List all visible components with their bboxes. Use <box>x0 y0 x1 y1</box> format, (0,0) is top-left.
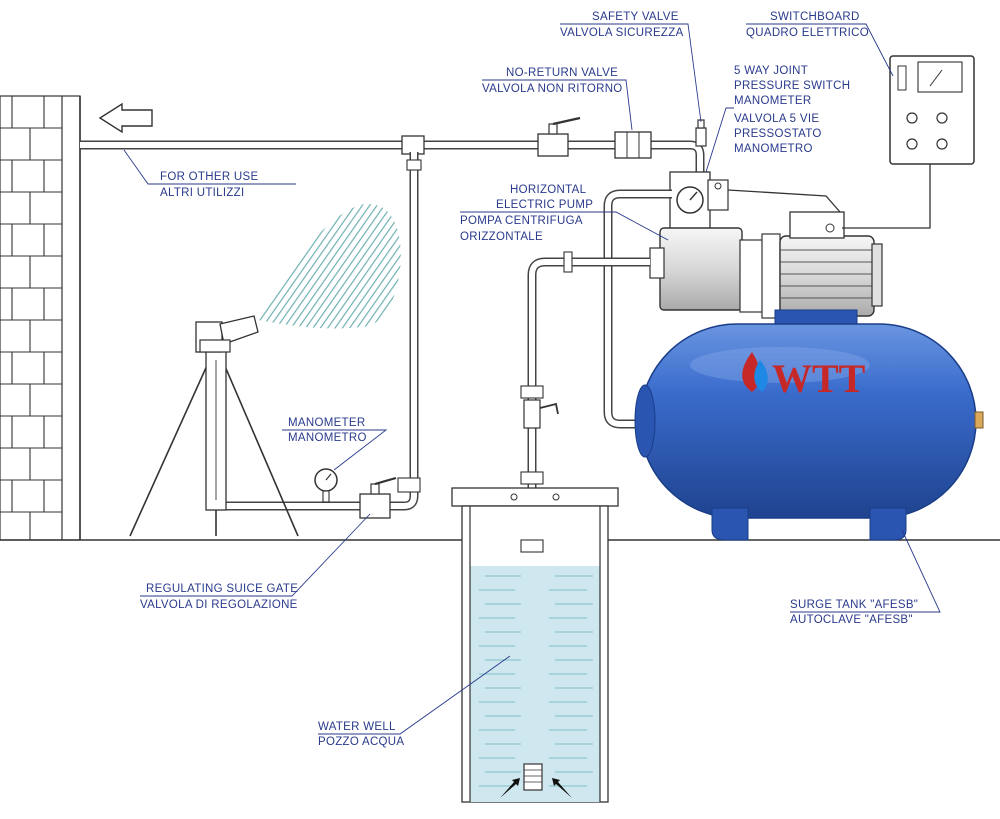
label-electric-pump: HORIZONTAL ELECTRIC PUMP POMPA CENTRIFUG… <box>460 184 669 243</box>
svg-text:MANOMETER: MANOMETER <box>734 95 811 107</box>
svg-text:POMPA CENTRIFUGA: POMPA CENTRIFUGA <box>460 215 583 227</box>
svg-text:MANOMETRO: MANOMETRO <box>288 432 367 444</box>
label-water-well: WATER WELL POZZO ACQUA <box>318 655 511 748</box>
foot-valve-strainer <box>500 763 572 798</box>
svg-text:ORIZZONTALE: ORIZZONTALE <box>460 231 543 243</box>
sprinkler-tripod <box>129 315 299 537</box>
flow-arrow-icon <box>98 102 153 134</box>
svg-text:MANOMETRO: MANOMETRO <box>734 143 813 155</box>
svg-text:ELECTRIC PUMP: ELECTRIC PUMP <box>496 199 593 211</box>
water-spray <box>258 204 401 329</box>
svg-text:SURGE TANK "AFESB": SURGE TANK "AFESB" <box>790 599 918 611</box>
svg-text:VALVOLA 5 VIE: VALVOLA 5 VIE <box>734 113 819 125</box>
electric-pump <box>649 211 883 319</box>
svg-text:QUADRO ELETTRICO: QUADRO ELETTRICO <box>746 27 869 39</box>
top-ball-valve <box>537 116 581 157</box>
svg-text:AUTOCLAVE "AFESB": AUTOCLAVE "AFESB" <box>790 614 913 626</box>
brand-logo: WTT <box>742 352 866 401</box>
no-return-valve <box>614 131 652 159</box>
svg-text:5 WAY JOINT: 5 WAY JOINT <box>734 65 808 77</box>
regulating-valve <box>359 476 397 519</box>
five-way-joint <box>669 171 729 231</box>
brick-wall <box>0 95 81 541</box>
svg-text:HORIZONTAL: HORIZONTAL <box>510 184 587 196</box>
svg-text:ALTRI UTILIZZI: ALTRI UTILIZZI <box>160 187 245 199</box>
svg-text:PRESSURE SWITCH: PRESSURE SWITCH <box>734 80 850 92</box>
label-other-use: FOR OTHER USE ALTRI UTILIZZI <box>123 149 296 199</box>
svg-text:FOR OTHER USE: FOR OTHER USE <box>160 171 258 183</box>
svg-text:POZZO ACQUA: POZZO ACQUA <box>318 736 404 748</box>
main-supply-pipe <box>80 135 705 511</box>
svg-text:VALVOLA NON RITORNO: VALVOLA NON RITORNO <box>482 83 623 95</box>
svg-text:SAFETY VALVE: SAFETY VALVE <box>592 11 679 23</box>
svg-text:VALVOLA SICUREZZA: VALVOLA SICUREZZA <box>560 27 684 39</box>
svg-text:VALVOLA DI REGOLAZIONE: VALVOLA DI REGOLAZIONE <box>140 599 298 611</box>
svg-text:PRESSOSTATO: PRESSOSTATO <box>734 128 822 140</box>
switchboard <box>727 55 975 229</box>
water-well <box>451 487 619 803</box>
label-regulating-gate: REGULATING SUICE GATE VALVOLA DI REGOLAZ… <box>140 513 371 611</box>
surge-tank <box>634 309 984 541</box>
safety-valve <box>695 119 707 147</box>
label-surge-tank: SURGE TANK "AFESB" AUTOCLAVE "AFESB" <box>790 529 941 626</box>
svg-text:REGULATING SUICE GATE: REGULATING SUICE GATE <box>146 583 298 595</box>
label-no-return-valve: NO-RETURN VALVE VALVOLA NON RITORNO <box>482 67 633 131</box>
svg-text:WATER WELL: WATER WELL <box>318 721 396 733</box>
label-switchboard: SWITCHBOARD QUADRO ELETTRICO <box>746 11 894 77</box>
logo-text: WTT <box>772 356 866 401</box>
svg-text:NO-RETURN VALVE: NO-RETURN VALVE <box>506 67 618 79</box>
svg-text:SWITCHBOARD: SWITCHBOARD <box>770 11 860 23</box>
label-manometer: MANOMETER MANOMETRO <box>282 417 388 471</box>
label-five-way-joint: 5 WAY JOINT PRESSURE SWITCH MANOMETER VA… <box>705 65 850 173</box>
svg-text:MANOMETER: MANOMETER <box>288 417 365 429</box>
label-safety-valve: SAFETY VALVE VALVOLA SICUREZZA <box>560 11 702 123</box>
pressure-gauge <box>314 468 338 503</box>
